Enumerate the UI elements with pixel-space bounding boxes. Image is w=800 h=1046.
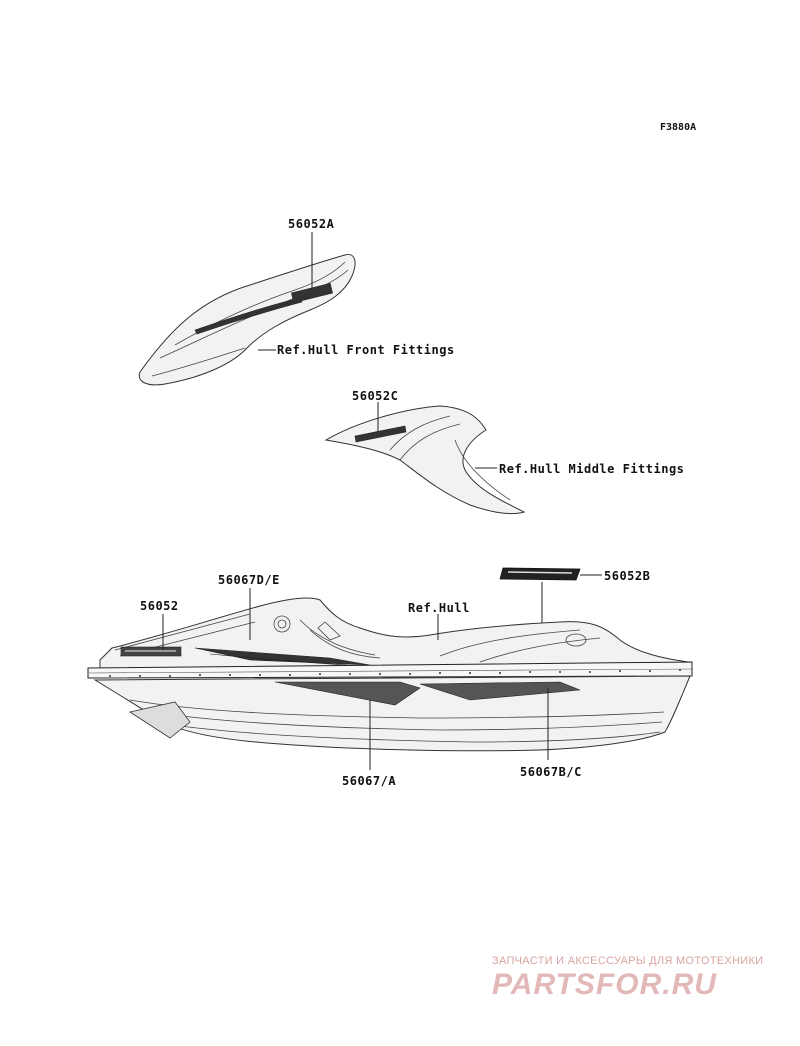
callout-ref-hull: Ref.Hull [408, 601, 470, 615]
watermark-subtitle: ЗАПЧАСТИ И АКСЕССУАРЫ ДЛЯ МОТОТЕХНИКИ [492, 955, 763, 967]
callout-56067-A: 56067/A [342, 774, 396, 788]
callout-56052C: 56052C [352, 389, 398, 403]
rub-rail-holes [109, 669, 681, 677]
callout-56052B: 56052B [604, 569, 650, 583]
watermark: ЗАПЧАСТИ И АКСЕССУАРЫ ДЛЯ МОТОТЕХНИКИ PA… [492, 955, 763, 1001]
callout-56052A: 56052A [288, 217, 335, 231]
hull-illustration [87, 597, 693, 752]
callout-56052: 56052 [140, 599, 179, 613]
callout-56067B-C: 56067B/C [520, 765, 582, 779]
callout-56067D-E: 56067D/E [218, 573, 280, 587]
figure-id: F3880A [660, 122, 696, 133]
logo-decal-56052B [499, 567, 581, 581]
watermark-brand: PARTSFOR.RU [492, 968, 717, 1001]
callout-ref-hull-front: Ref.Hull Front Fittings [277, 343, 455, 357]
middle-fitting-illustration [324, 405, 526, 515]
front-fitting-illustration [138, 253, 356, 386]
callout-ref-hull-middle: Ref.Hull Middle Fittings [499, 462, 684, 476]
